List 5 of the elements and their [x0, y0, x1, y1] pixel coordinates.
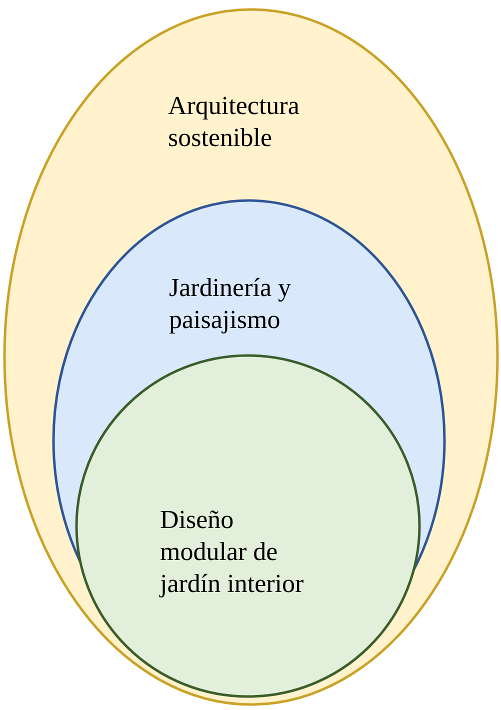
inner-circle	[75, 354, 421, 698]
node-label: Diseño modular de jardín interior	[160, 504, 305, 600]
outer-ellipse	[3, 8, 499, 706]
node-label: Jardinería y paisajismo	[169, 272, 292, 336]
node-label: Arquitectura sostenible	[168, 90, 300, 154]
